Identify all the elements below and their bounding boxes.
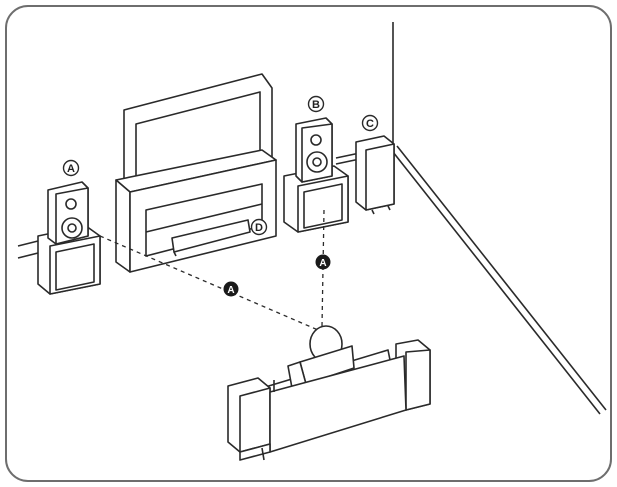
label-front-left: A <box>62 159 80 177</box>
svg-text:A: A <box>319 258 326 269</box>
svg-text:A: A <box>227 285 234 296</box>
svg-text:D: D <box>255 222 263 234</box>
svg-text:A: A <box>67 163 75 175</box>
label-distance-left: A <box>223 281 239 297</box>
subwoofer <box>355 135 395 215</box>
tv-and-stand <box>115 73 277 273</box>
front-right-speaker <box>283 117 349 233</box>
svg-text:B: B <box>312 99 320 111</box>
label-distance-right: A <box>315 254 331 270</box>
front-left-speaker <box>37 181 101 295</box>
label-front-right: B <box>307 95 325 113</box>
svg-text:C: C <box>366 118 374 130</box>
label-center-speaker: D <box>250 218 268 236</box>
label-subwoofer: C <box>361 114 379 132</box>
sofa <box>227 325 431 461</box>
